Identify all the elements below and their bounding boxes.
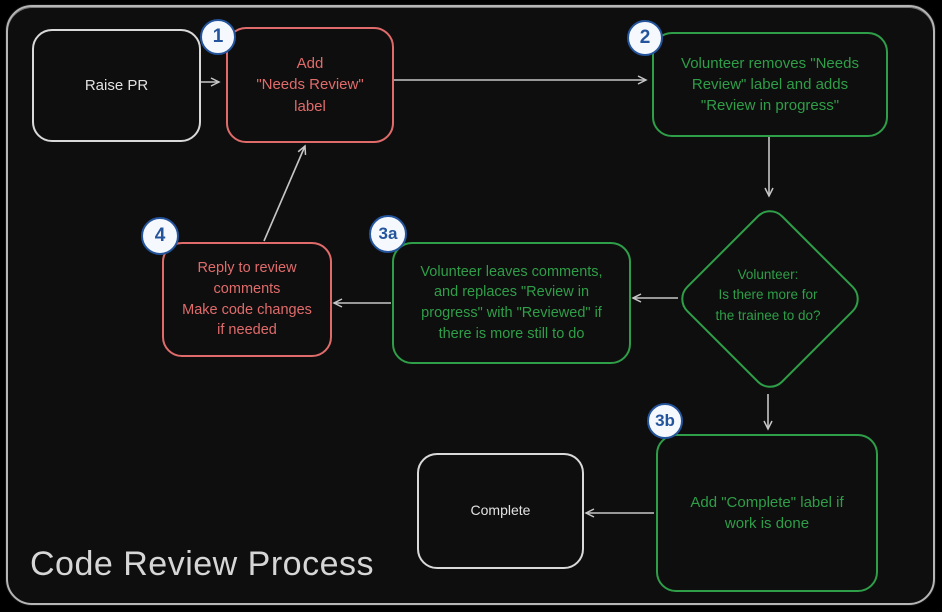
step-badge-4: 4 — [141, 217, 179, 255]
slide-frame-border — [6, 5, 935, 605]
step-badge-1: 1 — [200, 19, 236, 55]
decision-diamond-label: Volunteer: Is there more for the trainee… — [715, 267, 821, 323]
step-badge-3b: 3b — [647, 403, 683, 439]
node-step1-add-needs-review: Add "Needs Review" label — [226, 27, 394, 143]
node-complete: Complete — [417, 453, 584, 569]
diagram-title: Code Review Process — [30, 545, 374, 583]
step-badge-3a: 3a — [369, 215, 407, 253]
node-step2-volunteer-removes: Volunteer removes "Needs Review" label a… — [652, 32, 888, 137]
node-step4-reply-comments: Reply to review comments Make code chang… — [162, 242, 332, 357]
node-raise-pr: Raise PR — [32, 29, 201, 142]
node-step3a-volunteer-comments: Volunteer leaves comments, and replaces … — [392, 242, 631, 364]
node-step3b-add-complete-label: Add "Complete" label if work is done — [656, 434, 878, 592]
step-badge-2: 2 — [627, 20, 663, 56]
